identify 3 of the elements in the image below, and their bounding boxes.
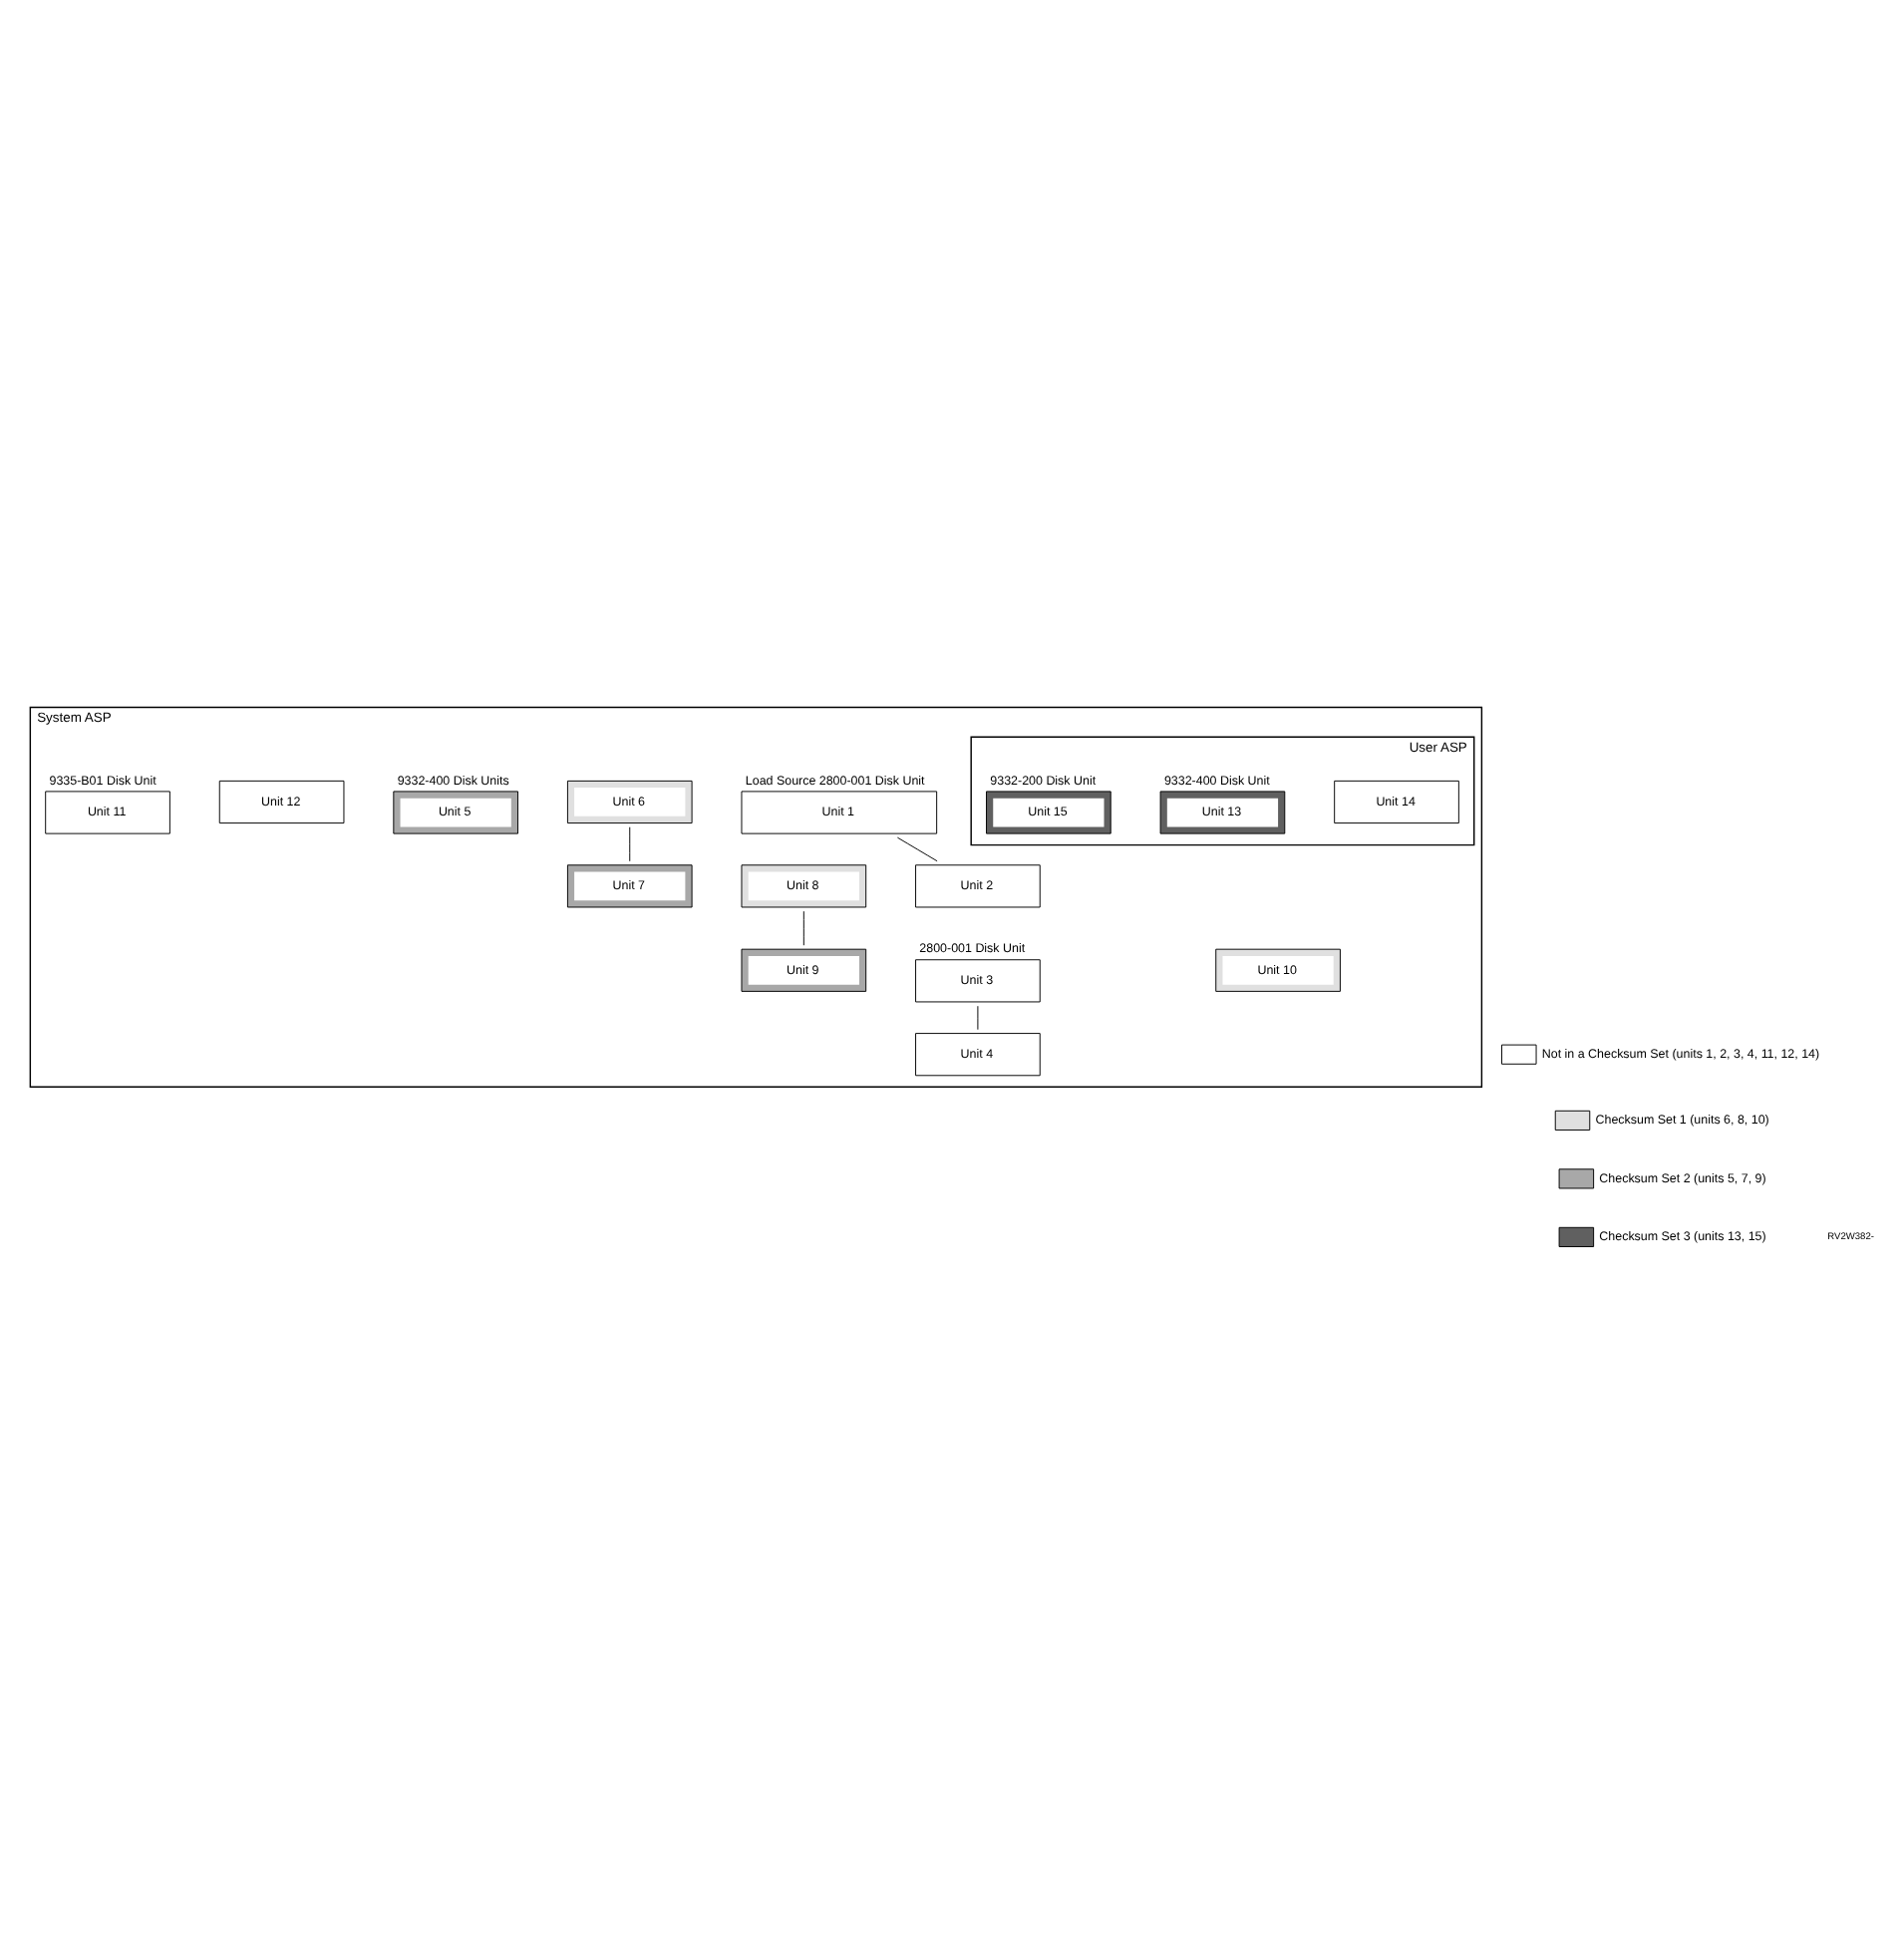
- connector: [629, 826, 631, 862]
- connector: [896, 836, 938, 862]
- connector: [802, 910, 804, 946]
